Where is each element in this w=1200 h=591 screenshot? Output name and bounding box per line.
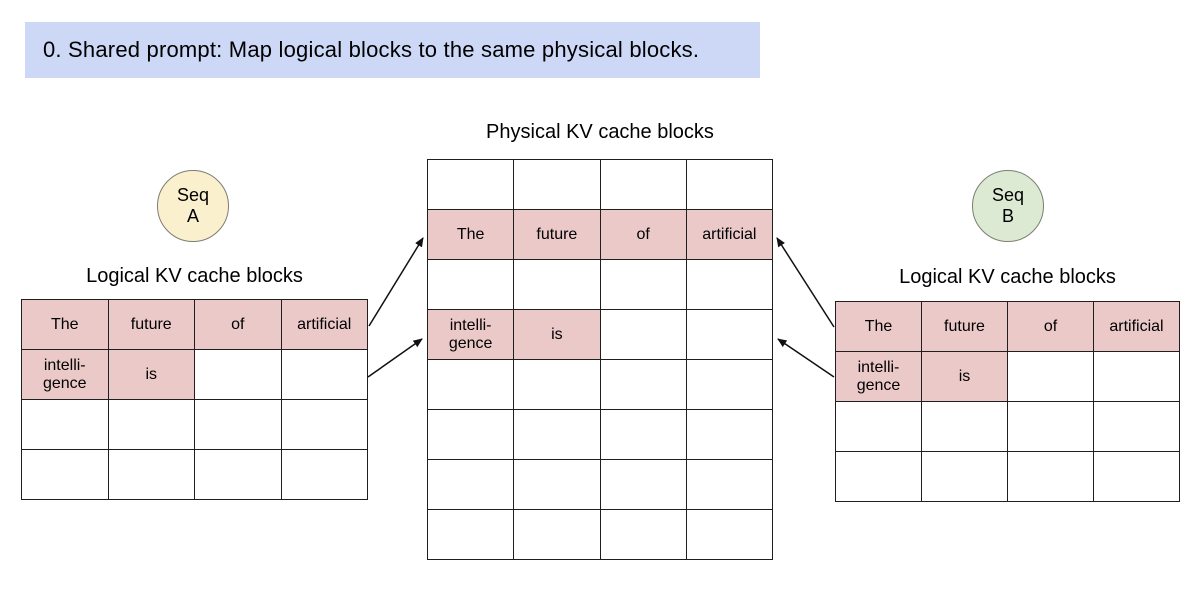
kv-cell-empty [107, 399, 195, 450]
title-banner-text: 0. Shared prompt: Map logical blocks to … [43, 37, 700, 62]
kv-cell-filled: The [21, 299, 109, 350]
kv-cell-empty [1093, 351, 1180, 402]
kv-cell-empty [194, 349, 282, 400]
seq-a-badge-line1: Seq [176, 185, 210, 205]
kv-cell-filled: future [921, 301, 1008, 352]
kv-cell-filled: artificial [1093, 301, 1180, 352]
kv-cell-empty [1007, 401, 1094, 452]
kv-cell-empty [599, 159, 687, 210]
kv-cell-filled: of [599, 209, 687, 260]
kv-cell-empty [513, 509, 601, 560]
kv-cell-empty [426, 509, 515, 560]
kv-cell-empty [599, 309, 687, 360]
physical-blocks-title: Physical KV cache blocks [486, 121, 714, 143]
arrow-seq-b-block0-to-physical [776, 237, 835, 328]
kv-cell-filled: The [426, 209, 515, 260]
kv-cell-empty [194, 449, 282, 500]
kv-cell-empty [513, 359, 601, 410]
kv-cell-empty [194, 399, 282, 450]
kv-cell-empty [426, 359, 515, 410]
kv-cell-empty [513, 409, 601, 460]
kv-cell-empty [685, 409, 774, 460]
kv-cell-filled: is [513, 309, 601, 360]
kv-cell-empty [280, 449, 368, 500]
kv-block-row [426, 259, 774, 310]
seq-b-logical-blocks-title: Logical KV cache blocks [899, 266, 1116, 288]
kv-cell-empty [513, 259, 601, 310]
kv-cell-filled: is [107, 349, 195, 400]
kv-cell-filled: of [1007, 301, 1094, 352]
kv-cell-filled: artificial [280, 299, 368, 350]
kv-cell-empty [1093, 401, 1180, 452]
seq-a-logical-blocks-title: Logical KV cache blocks [86, 265, 303, 287]
kv-cell-empty [21, 399, 109, 450]
kv-cell-filled: artificial [685, 209, 774, 260]
kv-cell-empty [107, 449, 195, 500]
kv-block-row [426, 359, 774, 410]
kv-cell-empty [1007, 351, 1094, 402]
kv-cell-empty [426, 409, 515, 460]
seq-b-badge-line1: Seq [991, 185, 1025, 205]
seq-a-badge: Seq A [157, 170, 229, 242]
kv-cell-filled: intelli- gence [835, 351, 922, 402]
kv-cell-empty [685, 509, 774, 560]
kv-block-row [426, 509, 774, 560]
kv-cell-empty [513, 159, 601, 210]
kv-cell-filled: of [194, 299, 282, 350]
kv-cell-empty [21, 449, 109, 500]
kv-block-row [21, 449, 368, 500]
kv-cell-empty [599, 509, 687, 560]
kv-cell-empty [685, 459, 774, 510]
kv-block-row [21, 399, 368, 450]
kv-cell-filled: intelli- gence [21, 349, 109, 400]
seq-a-badge-line2: A [186, 206, 199, 226]
kv-cell-empty [921, 401, 1008, 452]
kv-cell-empty [685, 359, 774, 410]
seq-b-badge: Seq B [972, 170, 1044, 242]
kv-cell-empty [1007, 451, 1094, 502]
kv-cell-filled: future [513, 209, 601, 260]
kv-cell-empty [835, 451, 922, 502]
kv-cell-empty [685, 309, 774, 360]
kv-cell-empty [513, 459, 601, 510]
kv-cell-filled: intelli- gence [426, 309, 515, 360]
seq-b-badge-line2: B [1001, 206, 1014, 226]
kv-block-row [835, 401, 1180, 452]
kv-cell-empty [685, 259, 774, 310]
kv-cell-filled: future [107, 299, 195, 350]
kv-cell-filled: is [921, 351, 1008, 402]
kv-cell-empty [599, 409, 687, 460]
kv-cell-empty [685, 159, 774, 210]
kv-block-row [835, 451, 1180, 502]
title-banner: 0. Shared prompt: Map logical blocks to … [25, 22, 760, 78]
kv-cell-empty [1093, 451, 1180, 502]
kv-cell-empty [280, 349, 368, 400]
kv-cell-empty [599, 459, 687, 510]
kv-cell-empty [921, 451, 1008, 502]
kv-cell-filled: The [835, 301, 922, 352]
arrow-seq-a-block1-to-physical [367, 338, 423, 378]
kv-cell-empty [835, 401, 922, 452]
kv-cell-empty [426, 259, 515, 310]
arrow-seq-a-block0-to-physical [368, 237, 424, 327]
kv-cell-empty [599, 259, 687, 310]
kv-cell-empty [426, 159, 515, 210]
kv-cell-empty [426, 459, 515, 510]
kv-block-row [426, 159, 774, 210]
kv-cell-empty [280, 399, 368, 450]
kv-block-row [426, 459, 774, 510]
kv-block-row [426, 409, 774, 460]
kv-cell-empty [599, 359, 687, 410]
arrow-seq-b-block1-to-physical [777, 338, 835, 378]
